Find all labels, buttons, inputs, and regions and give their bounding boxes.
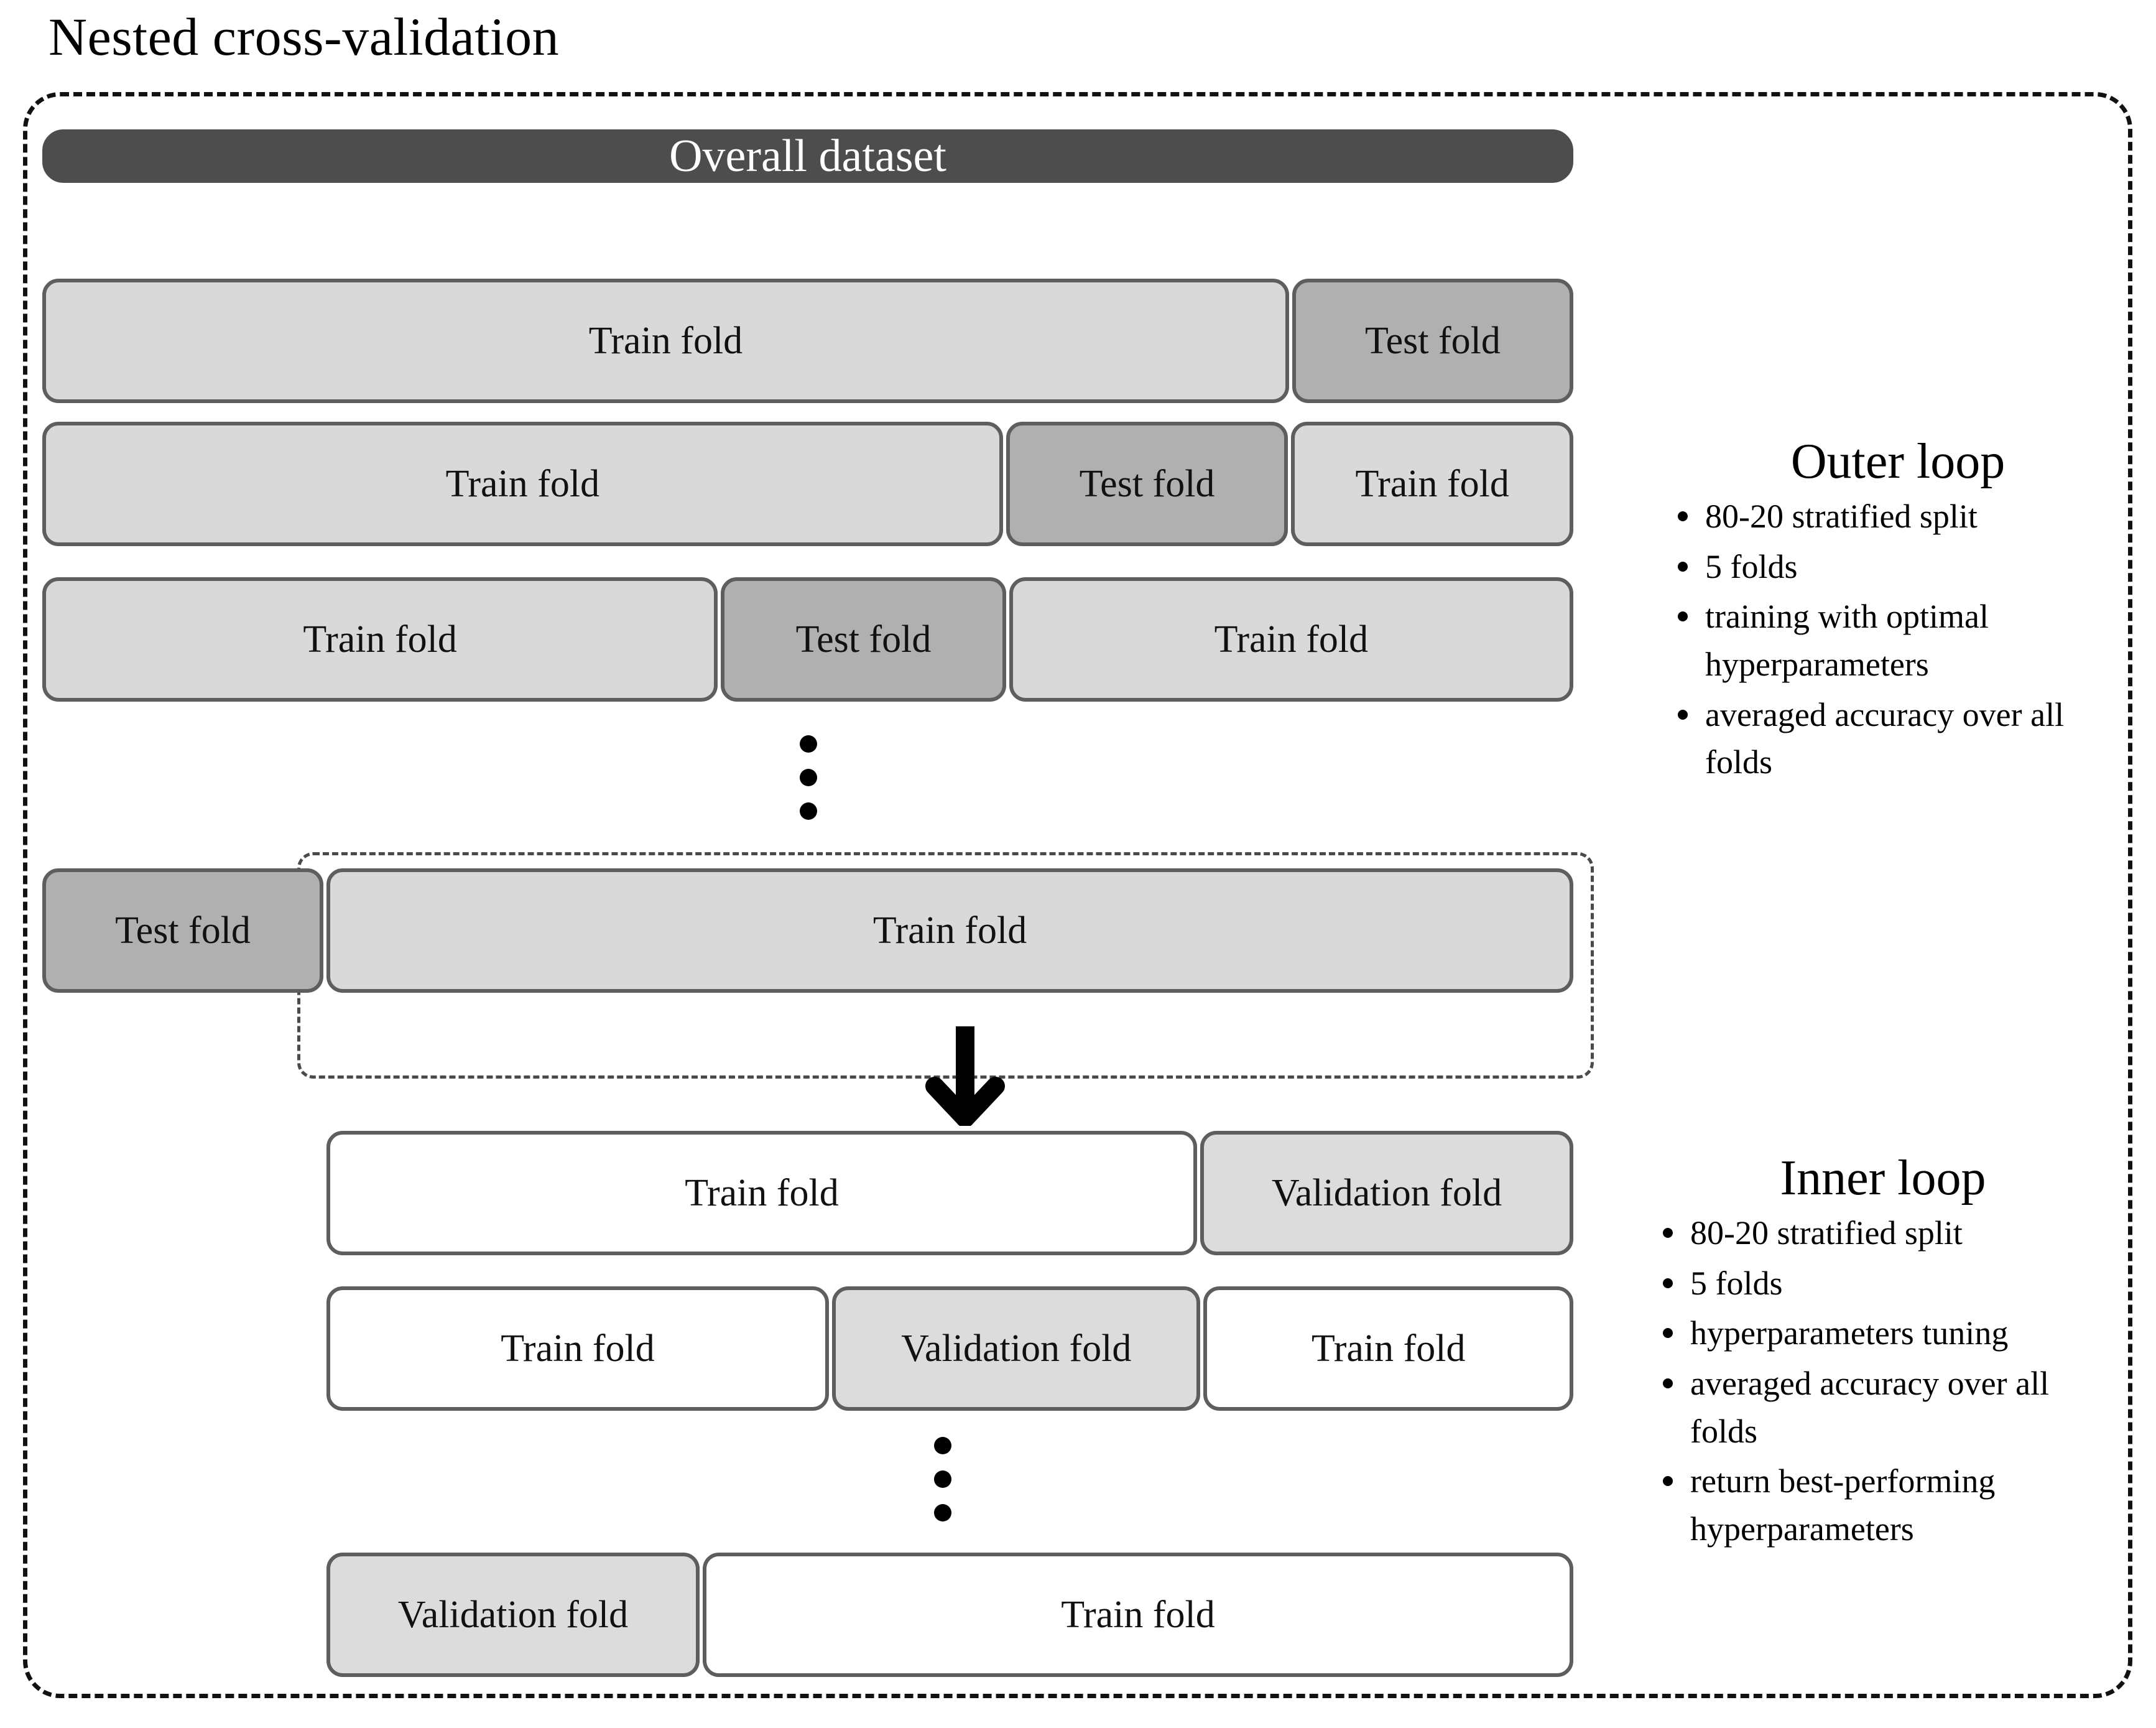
outer-fold-row-2: Train fold Test fold Train fold [42,422,1573,546]
ellipsis-dot [800,802,817,820]
segment-test-fold: Test fold [721,577,1006,702]
ellipsis-dot [934,1437,951,1454]
outer-loop-bullet: 5 folds [1678,543,2134,591]
segment-validation-fold: Validation fold [1200,1131,1573,1255]
segment-overall-dataset: Overall dataset [42,129,1573,183]
outer-fold-row-1: Train fold Test fold [42,279,1573,403]
segment-train-fold: Train fold [326,1131,1197,1255]
outer-fold-row-last: Test fold Train fold [42,868,1573,993]
inner-loop-annotation: Inner loop 80-20 stratified split 5 fold… [1647,1152,2119,1556]
ellipsis-dot [934,1470,951,1488]
segment-test-fold: Test fold [1292,279,1573,403]
ellipsis-dot [934,1504,951,1521]
outer-loop-dashed-container [23,92,2132,1698]
inner-fold-row-last: Validation fold Train fold [326,1553,1573,1677]
inner-loop-bullet: averaged accuracy over all folds [1663,1360,2119,1455]
inner-loop-bullet: 80-20 stratified split [1663,1209,2119,1257]
outer-loop-bullet: training with optimal hyperparameters [1678,593,2134,688]
page-title: Nested cross-validation [49,7,560,67]
segment-train-fold: Train fold [42,279,1289,403]
segment-validation-fold: Validation fold [831,1286,1201,1411]
segment-train-fold: Train fold [326,1286,829,1411]
inner-loop-heading: Inner loop [1780,1151,1986,1205]
segment-test-fold: Test fold [42,868,324,993]
segment-train-fold: Train fold [42,577,718,702]
ellipsis-dot [800,769,817,786]
vertical-ellipsis-outer [800,735,817,820]
segment-train-fold: Train fold [1009,577,1573,702]
vertical-ellipsis-inner [934,1437,951,1521]
down-arrow-icon [925,1017,1006,1128]
outer-fold-row-3: Train fold Test fold Train fold [42,577,1573,702]
segment-train-fold: Train fold [42,422,1003,546]
segment-validation-fold: Validation fold [326,1553,700,1677]
inner-loop-bullet: hyperparameters tuning [1663,1309,2119,1357]
segment-train-fold: Train fold [1291,422,1573,546]
inner-loop-bullet-list: 80-20 stratified split 5 folds hyperpara… [1647,1209,2119,1553]
inner-loop-bullet: 5 folds [1663,1260,2119,1308]
inner-fold-row-2: Train fold Validation fold Train fold [326,1286,1573,1411]
segment-train-fold: Train fold [1203,1286,1573,1411]
outer-loop-bullet-list: 80-20 stratified split 5 folds training … [1662,493,2134,786]
outer-loop-annotation: Outer loop 80-20 stratified split 5 fold… [1662,435,2134,789]
segment-train-fold: Train fold [703,1553,1573,1677]
segment-train-fold: Train fold [326,868,1573,993]
segment-test-fold: Test fold [1006,422,1289,546]
outer-loop-heading: Outer loop [1790,434,2006,489]
outer-loop-bullet: averaged accuracy over all folds [1678,691,2134,786]
inner-loop-bullet: return best-performing hyperparameters [1663,1457,2119,1553]
ellipsis-dot [800,735,817,753]
inner-fold-row-1: Train fold Validation fold [326,1131,1573,1255]
overall-dataset-bar: Overall dataset [42,129,1573,259]
outer-loop-bullet: 80-20 stratified split [1678,493,2134,541]
